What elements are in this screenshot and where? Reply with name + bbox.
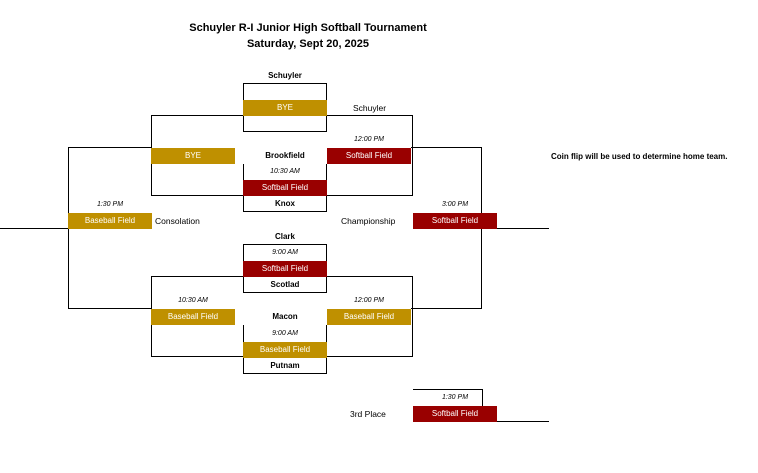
field-badge-softball: Softball Field — [327, 148, 411, 164]
tournament-date: Saturday, Sept 20, 2025 — [246, 38, 370, 50]
game-time: 12:00 PM — [354, 297, 384, 304]
game-time: 9:00 AM — [272, 249, 298, 256]
coin-flip-note: Coin flip will be used to determine home… — [551, 152, 728, 161]
page-title: Schuyler R-I Junior High Softball Tourna… — [189, 22, 427, 34]
game-time: 10:30 AM — [178, 297, 208, 304]
team-clark: Clark — [274, 232, 295, 241]
game-time: 3:00 PM — [441, 201, 469, 208]
game-time: 9:00 AM — [272, 330, 298, 337]
game-time: 12:00 PM — [354, 136, 384, 143]
game-time: 1:30 PM — [441, 394, 469, 401]
team-putnam: Putnam — [270, 361, 300, 370]
team-knox: Knox — [275, 199, 295, 208]
championship-label: Championship — [341, 216, 396, 226]
team-brookfield: Brookfield — [265, 151, 305, 160]
team-schuyler: Schuyler — [268, 71, 302, 80]
field-badge-baseball: Baseball Field — [68, 213, 152, 229]
field-badge-softball: Softball Field — [243, 261, 327, 277]
team-scotlad: Scotlad — [270, 280, 300, 289]
consolation-label: Consolation — [155, 216, 200, 226]
bye-slot: BYE — [243, 100, 327, 116]
team-macon: Macon — [272, 312, 298, 321]
field-badge-softball: Softball Field — [243, 180, 327, 196]
game-time: 10:30 AM — [270, 168, 300, 175]
field-badge-baseball: Baseball Field — [243, 342, 327, 358]
field-badge-softball: Softball Field — [413, 213, 497, 229]
field-badge-baseball: Baseball Field — [327, 309, 411, 325]
field-badge-softball: Softball Field — [413, 406, 497, 422]
field-badge-baseball: Baseball Field — [151, 309, 235, 325]
advancing-team-schuyler: Schuyler — [353, 103, 387, 113]
game-time: 1:30 PM — [96, 201, 124, 208]
third-place-label: 3rd Place — [350, 409, 386, 419]
bye-slot: BYE — [151, 148, 235, 164]
